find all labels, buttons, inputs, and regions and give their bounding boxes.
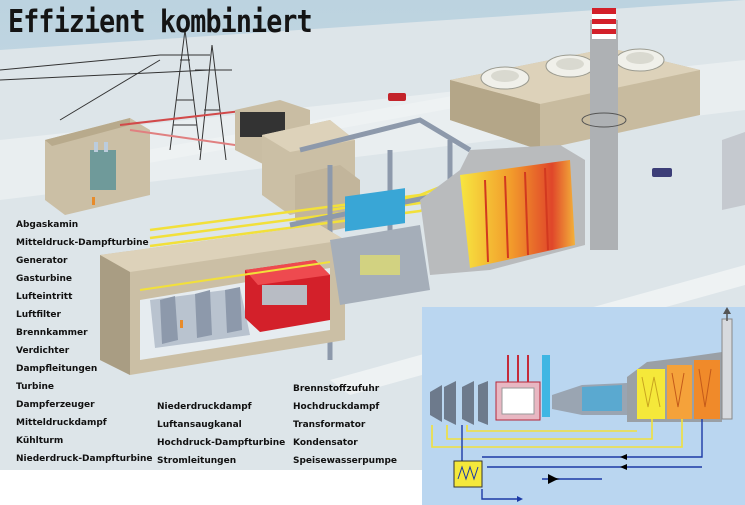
- transformer-compound: [45, 118, 150, 215]
- legend-item: Gasturbine: [16, 274, 73, 284]
- legend-item: Kondensator: [293, 438, 358, 448]
- generator: [245, 260, 330, 332]
- turbine-hall: [100, 225, 345, 375]
- cooling-tower-block: [450, 48, 700, 150]
- legend-item: Niederdruckdampf: [157, 402, 252, 412]
- condenser-shape: [453, 460, 483, 488]
- legend-item: Turbine: [16, 382, 55, 392]
- legend-item: Mitteldruckdampf: [16, 418, 107, 428]
- legend-item: Niederdruck-Dampfturbine: [16, 454, 153, 464]
- legend-item: Abgaskamin: [16, 220, 79, 230]
- transmission-tower-icon: [0, 29, 232, 161]
- hrsg-shape: [627, 352, 722, 422]
- cooling-fan-icon: [480, 48, 665, 90]
- legend-item: Transformator: [293, 420, 366, 430]
- legend-item: Verdichter: [16, 346, 70, 356]
- legend-item: Luftfilter: [16, 310, 61, 320]
- legend-item: Speisewasserpumpe: [293, 456, 397, 466]
- legend-item: Luftansaugkanal: [157, 420, 242, 430]
- pump-icon: [548, 474, 558, 484]
- legend-item: Dampferzeuger: [16, 400, 95, 410]
- legend-item: Brennstoffzufuhr: [293, 384, 380, 394]
- legend-item: Brennkammer: [16, 328, 88, 338]
- legend-item: Dampfleitungen: [16, 364, 98, 374]
- legend-item: Hochdruck-Dampfturbine: [157, 438, 286, 448]
- legend-item: Stromleitungen: [157, 456, 237, 466]
- legend-item: Mitteldruck-Dampfturbine: [16, 238, 149, 248]
- legend-item: Lufteintritt: [16, 292, 73, 302]
- generator-shape: [495, 355, 541, 421]
- steam-generator: [420, 145, 585, 275]
- legend-item: Kühlturm: [16, 436, 64, 446]
- gas-turbine: [330, 188, 430, 305]
- page-title: Effizient kombiniert: [8, 4, 313, 40]
- process-schematic: [422, 307, 745, 505]
- transformer-icon: [90, 142, 116, 190]
- chimney-icon: [581, 8, 627, 250]
- legend-item: Generator: [16, 256, 68, 266]
- steam-turbine-shapes: [430, 381, 488, 425]
- car-icon: [388, 93, 672, 177]
- legend-item: Hochdruckdampf: [293, 402, 380, 412]
